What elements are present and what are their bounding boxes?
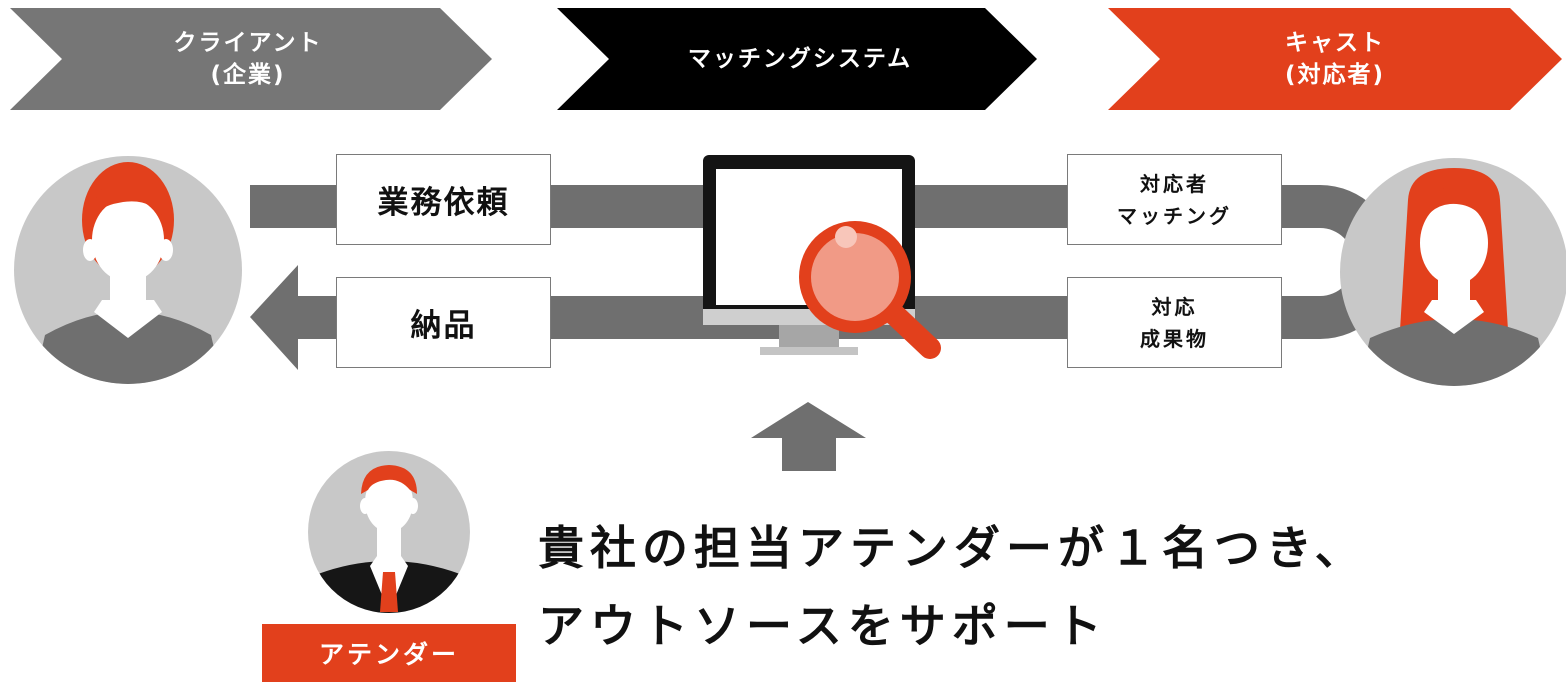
deliverable-box: 対応 成果物 bbox=[1067, 277, 1282, 368]
chevron-client bbox=[10, 8, 492, 110]
attendant-label: アテンダー bbox=[262, 624, 516, 682]
attendant-avatar-icon bbox=[308, 451, 470, 613]
delivery-box: 納品 bbox=[336, 277, 551, 368]
cast-avatar-icon bbox=[1340, 158, 1566, 386]
delivery-arrow-head bbox=[250, 265, 298, 370]
cast-stage-label: キャスト (対応者) bbox=[1284, 30, 1386, 88]
matching-box: 対応者 マッチング bbox=[1067, 154, 1282, 245]
chevron-system bbox=[557, 8, 1037, 110]
tagline-line-2: アウトソースをサポート bbox=[538, 599, 1108, 653]
tagline-line-1: 貴社の担当アテンダーが１名つき、 bbox=[538, 521, 1367, 575]
client-avatar-icon bbox=[14, 156, 242, 384]
request-box: 業務依頼 bbox=[336, 154, 551, 245]
up-arrow-icon bbox=[751, 402, 866, 471]
magnifier-icon bbox=[799, 221, 941, 359]
system-stage-label: マッチングシステム bbox=[687, 46, 913, 72]
client-stage-label: クライアント (企業) bbox=[173, 30, 323, 88]
chevron-cast bbox=[1108, 8, 1562, 110]
